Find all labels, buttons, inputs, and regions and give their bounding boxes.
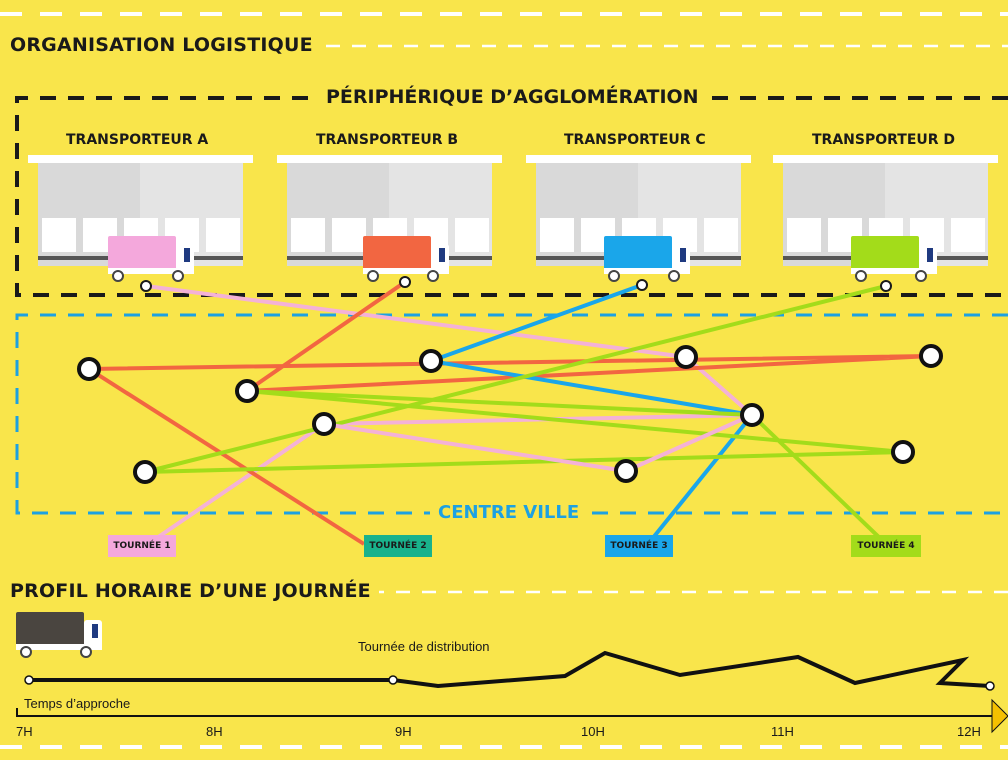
route-chip-2-label: TOURNÉE 2	[369, 541, 427, 551]
delivery-point	[77, 357, 101, 381]
carrier-c-label: TRANSPORTEUR C	[564, 132, 706, 148]
warehouse-door	[206, 218, 240, 252]
truck-wheel	[80, 646, 92, 658]
profile-curve	[29, 650, 991, 689]
carrier-d-label: TRANSPORTEUR D	[812, 132, 956, 148]
delivery-point	[674, 345, 698, 369]
warehouse-door	[540, 218, 574, 252]
truck-box	[851, 236, 919, 272]
truck-chassis	[363, 268, 449, 274]
page-title: ORGANISATION LOGISTIQUE	[10, 34, 321, 56]
delivery-point	[312, 412, 336, 436]
truck-window	[439, 248, 445, 262]
truck-wheel	[855, 270, 867, 282]
truck-box	[363, 236, 431, 272]
truck-chassis	[16, 644, 102, 650]
warehouse-door	[42, 218, 76, 252]
warehouse-roof	[277, 155, 502, 163]
warehouse-door	[951, 218, 985, 252]
profile-truck	[16, 612, 102, 658]
truck-chassis	[108, 268, 194, 274]
warehouse-roof	[28, 155, 253, 163]
truck-box	[16, 612, 84, 648]
truck-wheel	[172, 270, 184, 282]
delivery-point	[235, 379, 259, 403]
warehouse-door	[704, 218, 738, 252]
delivery-points	[77, 276, 943, 484]
truck-wheel	[427, 270, 439, 282]
route-chip-4: TOURNÉE 4	[851, 535, 921, 557]
warehouse-door	[291, 218, 325, 252]
warehouse-roof	[773, 155, 998, 163]
periph-label: PÉRIPHÉRIQUE D’AGGLOMÉRATION	[318, 86, 707, 108]
depot-point-a	[140, 280, 152, 292]
truck-wheel	[112, 270, 124, 282]
periph-boundary	[15, 96, 1008, 297]
depot-point-d	[880, 280, 892, 292]
profile-point	[24, 675, 34, 685]
truck-window	[927, 248, 933, 262]
truck-c	[604, 236, 690, 282]
truck-wheel	[20, 646, 32, 658]
approach-label: Temps d’approche	[24, 696, 131, 711]
time-axis-arrow	[991, 698, 1008, 734]
truck-box	[108, 236, 176, 272]
delivery-point	[614, 459, 638, 483]
route-chip-1-label: TOURNÉE 1	[113, 541, 171, 551]
route-chip-3-label: TOURNÉE 3	[610, 541, 668, 551]
warehouse-door	[332, 218, 366, 252]
tick-8h: 8H	[206, 724, 223, 739]
truck-d	[851, 236, 937, 282]
tick-11h: 11H	[771, 724, 794, 739]
route-chip-2: TOURNÉE 2	[364, 535, 432, 557]
truck-wheel	[668, 270, 680, 282]
warehouse-roof	[526, 155, 751, 163]
depot-point-c	[636, 279, 648, 291]
tick-7h: 7H	[16, 724, 33, 739]
route-3-line	[429, 283, 754, 546]
tick-10h: 10H	[581, 724, 605, 739]
truck-wheel	[915, 270, 927, 282]
warehouse-door	[787, 218, 821, 252]
carrier-a-label: TRANSPORTEUR A	[66, 132, 209, 148]
profile-point	[985, 681, 995, 691]
carrier-b-label: TRANSPORTEUR B	[316, 132, 459, 148]
delivery-point	[133, 460, 157, 484]
delivery-point	[919, 344, 943, 368]
truck-chassis	[851, 268, 937, 274]
tick-9h: 9H	[395, 724, 412, 739]
warehouses	[28, 155, 998, 266]
centre-label: CENTRE VILLE	[430, 502, 588, 523]
truck-chassis	[604, 268, 690, 274]
depot-point-b	[399, 276, 411, 288]
route-4-line	[143, 284, 905, 546]
truck-wheel	[608, 270, 620, 282]
truck-box	[604, 236, 672, 272]
delivery-point	[419, 349, 443, 373]
distribution-label: Tournée de distribution	[358, 639, 490, 654]
profile-point	[388, 675, 398, 685]
route-chip-4-label: TOURNÉE 4	[857, 541, 915, 551]
route-chip-1: TOURNÉE 1	[108, 535, 176, 557]
truck-wheel	[367, 270, 379, 282]
route-chip-3: TOURNÉE 3	[605, 535, 673, 557]
profile-title: PROFIL HORAIRE D’UNE JOURNÉE	[10, 580, 379, 602]
delivery-point	[740, 403, 764, 427]
truck-a	[108, 236, 194, 282]
truck-window	[680, 248, 686, 262]
trucks	[108, 236, 937, 282]
warehouse-door	[455, 218, 489, 252]
tick-12h: 12H	[957, 724, 981, 739]
delivery-point	[891, 440, 915, 464]
truck-b	[363, 236, 449, 282]
truck-window	[92, 624, 98, 638]
truck-window	[184, 248, 190, 262]
time-profile	[16, 612, 1008, 734]
